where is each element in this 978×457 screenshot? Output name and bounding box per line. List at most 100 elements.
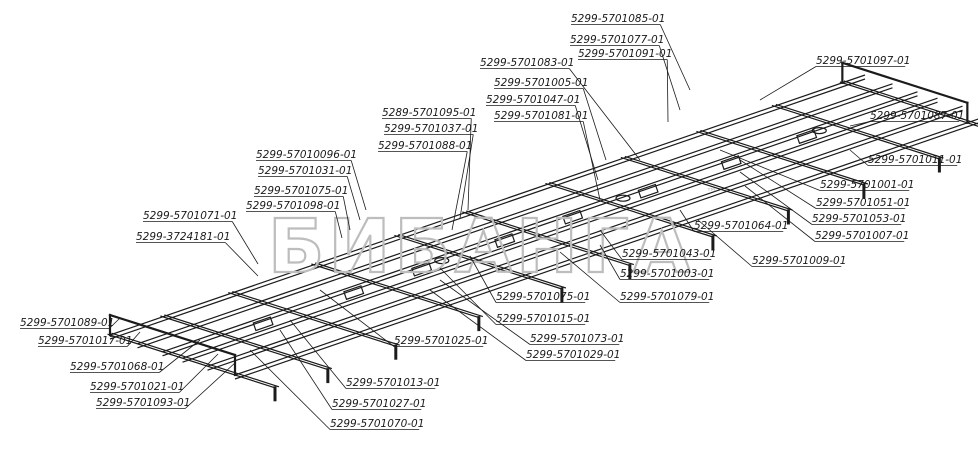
part-number-label: 5299-5701051-01 — [816, 197, 910, 209]
part-callout: 5299-5701093-01 — [96, 361, 237, 409]
part-number-label: 5299-5701011-01 — [868, 154, 962, 166]
part-number-label: 5299-5701017-01 — [38, 335, 132, 347]
part-callout: 5299-5701009-01 — [697, 219, 846, 267]
part-number-label: 5299-5701068-01 — [70, 361, 164, 373]
cross-bow — [696, 130, 865, 186]
part-number-label: 5299-5701013-01 — [346, 377, 440, 389]
leader-line — [279, 329, 333, 410]
leader-line — [334, 211, 343, 239]
leader-line — [249, 349, 331, 430]
cross-bow-edge — [232, 291, 400, 346]
part-number-label: 5299-5701088-01 — [378, 140, 472, 152]
part-callout: 5299-5701075-01 — [254, 185, 351, 231]
leader-line — [159, 339, 201, 373]
part-callout: 5299-5701098-01 — [246, 200, 343, 239]
longitudinal-rail-edge — [162, 95, 918, 357]
watermark: БИБАНГА ™ — [267, 186, 717, 291]
part-callout: 5299-5701029-01 — [429, 289, 620, 361]
leader-line — [582, 88, 607, 161]
part-callout: 5289-5701095-01 — [382, 107, 476, 211]
longitudinal-rail-edge — [137, 87, 893, 349]
cross-bow — [771, 104, 940, 160]
part-number-label: 5299-5701009-01 — [752, 255, 846, 267]
part-callout: 5299-5701085-01 — [571, 13, 691, 91]
part-callout: 5299-5701079-01 — [559, 251, 714, 303]
leader-line — [184, 361, 237, 409]
leader-line — [559, 251, 621, 303]
cross-bow-edge — [164, 314, 333, 370]
part-callout: 5299-5701081-01 — [494, 110, 601, 201]
part-callout: 5299-5701017-01 — [38, 331, 141, 347]
leader-line — [582, 121, 601, 201]
part-callout: 5299-5701015-01 — [439, 267, 590, 325]
part-number-label: 5289-5701095-01 — [382, 107, 476, 119]
part-callout: 5299-5701091-01 — [578, 48, 672, 123]
cross-bow — [620, 156, 789, 212]
part-number-label: 5299-5701025-01 — [394, 335, 488, 347]
leader-line — [697, 219, 753, 267]
part-number-label: 5299-5701093-01 — [96, 397, 190, 409]
part-number-label: 5299-5701081-01 — [494, 110, 588, 122]
leader-line — [659, 24, 691, 91]
part-callout: 5299-5701088-01 — [378, 140, 472, 231]
leader-line — [342, 196, 351, 231]
cross-bow-edge — [624, 155, 793, 211]
leader-line — [759, 66, 817, 101]
leader-line — [849, 149, 869, 166]
leader-line — [289, 319, 347, 389]
mounting-plate — [494, 233, 516, 249]
part-callout: 5299-5701089-01 — [20, 317, 121, 329]
part-callout: 5299-5701047-01 — [486, 94, 599, 181]
leader-line — [319, 289, 395, 347]
part-callout: 5299-5701007-01 — [744, 185, 909, 242]
cross-bow-edge — [111, 332, 280, 388]
mounting-plate — [637, 183, 659, 199]
part-number-label: 5299-5701091-01 — [578, 48, 672, 60]
part-number-label: 5299-5701037-01 — [384, 123, 478, 135]
cross-bow — [394, 234, 563, 290]
part-number-label: 5299-5701015-01 — [496, 313, 590, 325]
leader-line — [439, 279, 531, 345]
leader-line — [719, 149, 821, 191]
longitudinal-rail-edge — [109, 78, 866, 340]
cross-bow — [311, 263, 480, 319]
cross-bow-edge — [398, 233, 567, 289]
leader-line — [574, 105, 599, 181]
leader-line — [126, 331, 141, 347]
part-number-label: 5299-5701070-01 — [330, 418, 424, 430]
part-number-label: 5299-5701021-01 — [90, 381, 184, 393]
cross-bow — [839, 81, 978, 127]
longitudinal-rail — [234, 118, 978, 376]
part-number-label: 5299-5701043-01 — [622, 248, 716, 260]
part-number-label: 5299-5701064-01 — [694, 220, 788, 232]
part-callout: 5299-5701068-01 — [70, 339, 201, 373]
leader-line — [599, 229, 623, 260]
part-number-label: 5299-5701027-01 — [332, 398, 426, 410]
mounting-plate — [796, 129, 818, 145]
end-top-bar — [108, 313, 237, 357]
leader-line — [439, 267, 497, 325]
leader-line — [739, 171, 813, 225]
part-callout: 5299-5701077-01 — [570, 34, 681, 111]
part-callout: 5299-5701071-01 — [143, 210, 259, 265]
part-number-label: 5299-5701005-01 — [494, 77, 588, 89]
leader-line — [108, 317, 121, 329]
longitudinal-rail-edge — [182, 101, 938, 363]
leader-line — [231, 221, 259, 265]
part-number-label: 5299-5701007-01 — [815, 230, 909, 242]
part-number-label: 5299-5701083-01 — [480, 57, 574, 69]
leader-line — [350, 160, 367, 211]
longitudinal-rail — [207, 105, 963, 367]
part-number-label: 5299-5701001-01 — [820, 179, 914, 191]
part-number-label: 5299-5701077-01 — [570, 34, 664, 46]
longitudinal-rail — [162, 91, 918, 353]
part-callout: 5299-5701003-01 — [599, 244, 714, 280]
end-top-bar — [840, 61, 969, 105]
leader-line — [568, 68, 641, 161]
vent-opening — [615, 194, 631, 202]
part-callout: 5299-5701075-01 — [469, 255, 590, 303]
part-number-label: 5299-57010096-01 — [256, 149, 357, 161]
part-number-label: 5299-5701031-01 — [258, 165, 352, 177]
